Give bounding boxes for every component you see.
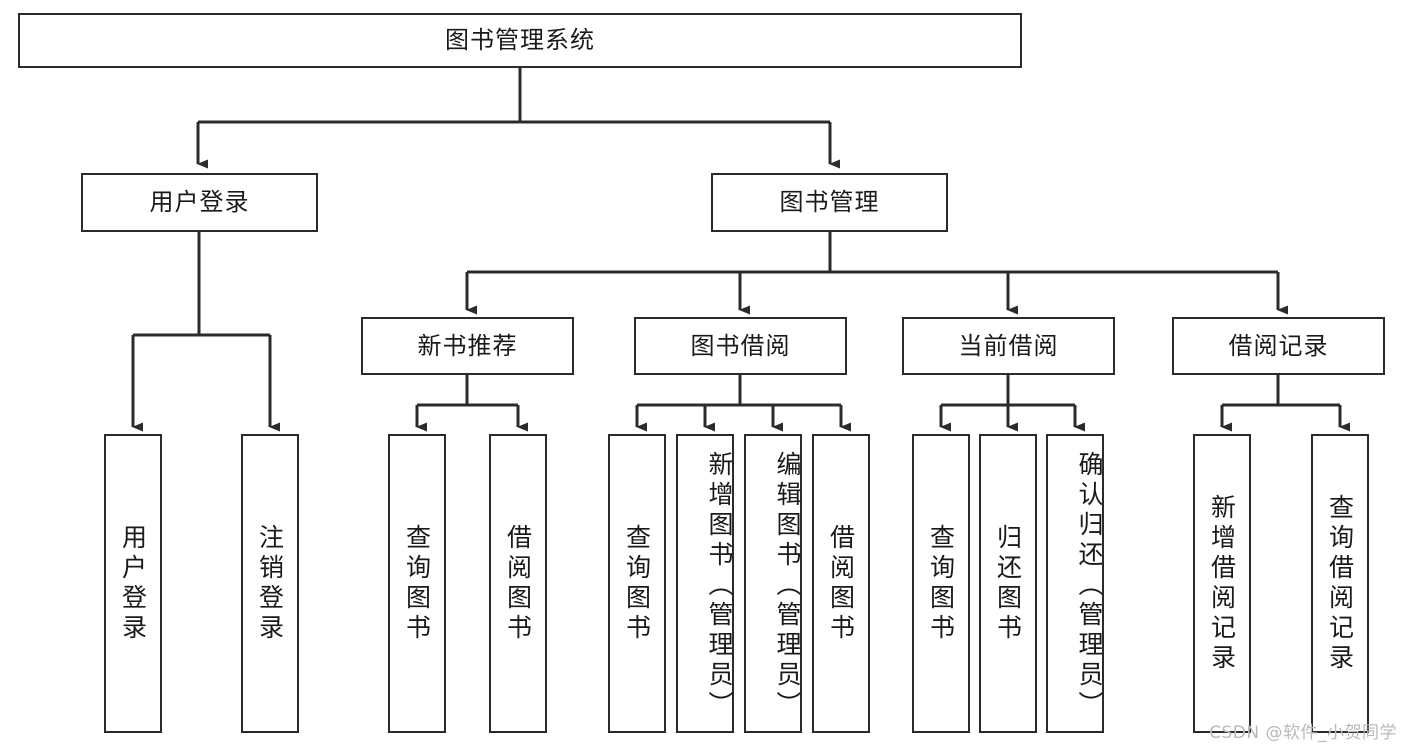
node-label: 新增借阅记录 (1207, 493, 1237, 674)
node-leaf-borrow-records-add[interactable]: 新增借阅记录 (1193, 434, 1251, 733)
node-borrow-records[interactable]: 借阅记录 (1172, 317, 1385, 375)
node-current-borrow[interactable]: 当前借阅 (902, 317, 1115, 375)
node-leaf-book-borrow-add[interactable]: 新增图书（管理员） (676, 434, 734, 733)
node-leaf-user-login-signin[interactable]: 用户登录 (104, 434, 162, 733)
node-label: 图书管理系统 (445, 26, 595, 55)
node-label: 归还图书 (993, 523, 1023, 644)
node-label: 图书管理 (779, 188, 880, 217)
node-label: 借阅记录 (1228, 331, 1329, 360)
node-book-borrow[interactable]: 图书借阅 (634, 317, 847, 375)
node-label: 编辑图书（管理员） (773, 450, 802, 721)
node-leaf-user-login-signout[interactable]: 注销登录 (241, 434, 299, 733)
node-label: 查询图书 (926, 523, 956, 644)
node-leaf-book-borrow-query[interactable]: 查询图书 (608, 434, 666, 733)
node-leaf-current-borrow-return[interactable]: 归还图书 (979, 434, 1037, 733)
node-label: 借阅图书 (503, 523, 533, 644)
node-label: 新增图书（管理员） (705, 450, 734, 721)
node-label: 确认归还（管理员） (1075, 450, 1104, 721)
node-leaf-book-borrow-borrow[interactable]: 借阅图书 (812, 434, 870, 733)
node-label: 查询借阅记录 (1325, 493, 1355, 674)
node-label: 用户登录 (118, 523, 148, 644)
node-label: 借阅图书 (826, 523, 856, 644)
node-label: 新书推荐 (417, 331, 518, 360)
watermark-text: CSDN @软件_小贺同学 (1209, 723, 1397, 743)
node-new-book-recommend[interactable]: 新书推荐 (361, 317, 574, 375)
node-root-book-management-system[interactable]: 图书管理系统 (18, 13, 1022, 68)
node-label: 当前借阅 (958, 331, 1059, 360)
node-leaf-new-book-query[interactable]: 查询图书 (388, 434, 446, 733)
node-label: 查询图书 (622, 523, 652, 644)
node-leaf-new-book-borrow[interactable]: 借阅图书 (489, 434, 547, 733)
node-label: 用户登录 (149, 188, 250, 217)
node-user-login[interactable]: 用户登录 (81, 173, 318, 232)
node-leaf-borrow-records-query[interactable]: 查询借阅记录 (1311, 434, 1369, 733)
node-book-management[interactable]: 图书管理 (711, 173, 948, 232)
node-leaf-current-borrow-confirm-return[interactable]: 确认归还（管理员） (1046, 434, 1104, 733)
node-label: 注销登录 (255, 523, 285, 644)
node-leaf-current-borrow-query[interactable]: 查询图书 (912, 434, 970, 733)
node-label: 图书借阅 (690, 331, 791, 360)
node-leaf-book-borrow-edit[interactable]: 编辑图书（管理员） (744, 434, 802, 733)
node-label: 查询图书 (402, 523, 432, 644)
